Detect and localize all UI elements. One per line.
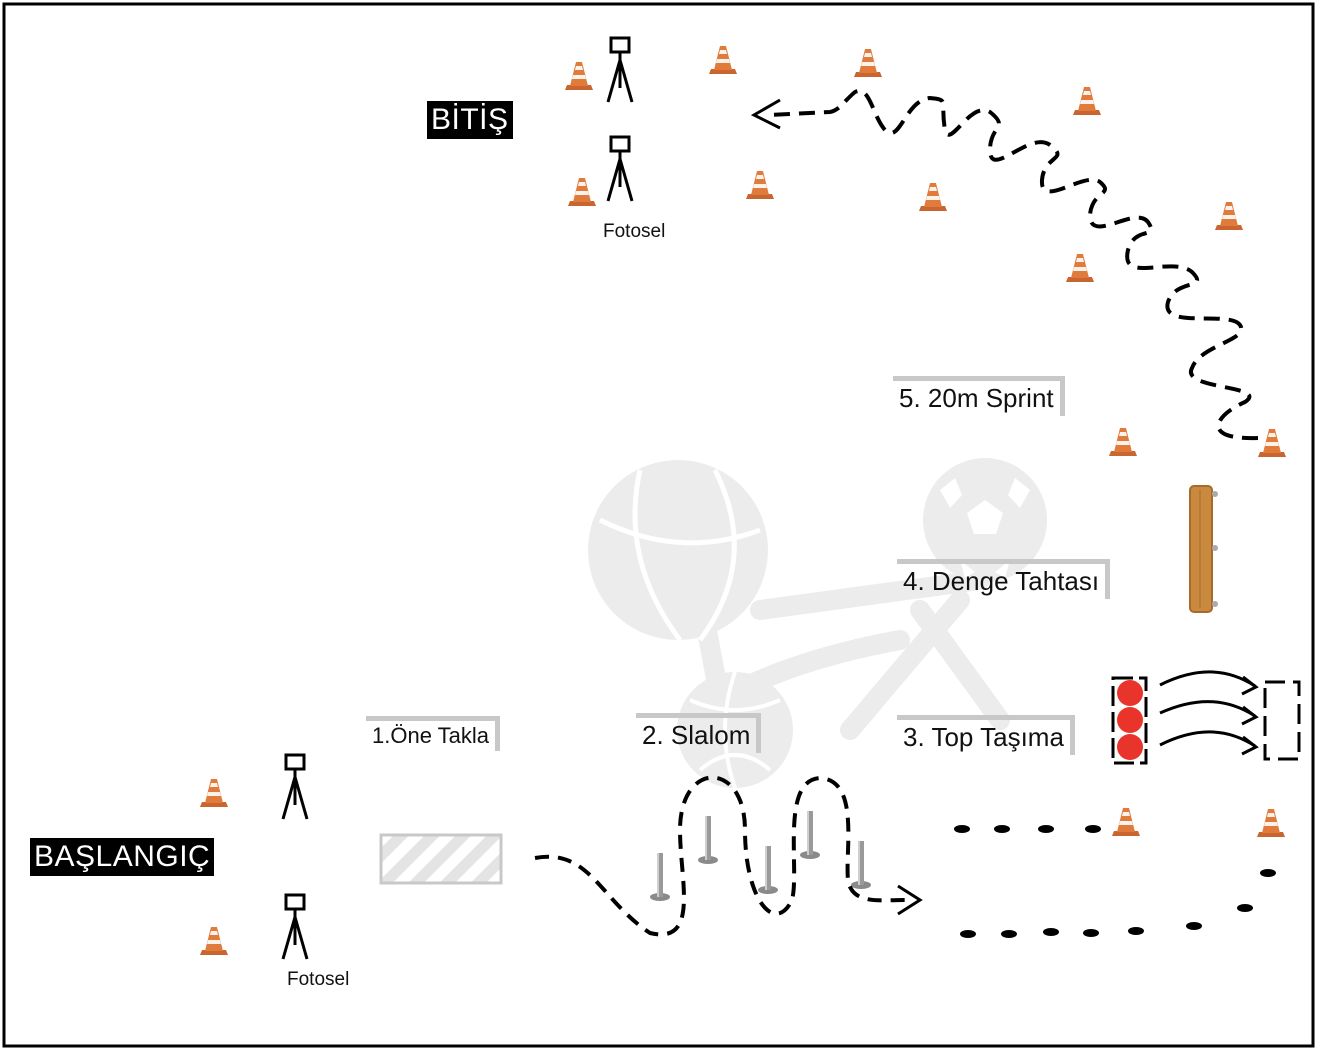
traffic-cone-icon: [200, 927, 228, 955]
photocell-tripod-icon: [281, 893, 309, 961]
traffic-cone-icon: [568, 178, 596, 206]
traffic-cone-icon: [854, 49, 882, 77]
ball-source-box: [1111, 676, 1148, 765]
ball-target-box: [1263, 680, 1301, 761]
slalom-path: [534, 775, 906, 937]
ball-icon: [1117, 734, 1143, 760]
traffic-cone-icon: [1109, 428, 1137, 456]
marker-dot-icon: [1186, 922, 1202, 930]
marker-dots: [954, 825, 1276, 938]
marker-dot-icon: [1001, 930, 1017, 938]
station-4-label: 4. Denge Tahtası: [897, 559, 1111, 599]
photocell-tripod-icon: [281, 753, 309, 821]
photocell-tripod-icon: [606, 135, 634, 203]
traffic-cone-icon: [1112, 808, 1140, 836]
watermark-logo: [588, 458, 1047, 789]
slalom-pole-icon: [650, 853, 670, 901]
marker-dot-icon: [960, 930, 976, 938]
marker-dot-icon: [1043, 928, 1059, 936]
start-label: BAŞLANGIÇ: [30, 838, 215, 876]
ball-icon: [1117, 680, 1143, 706]
marker-dot-icon: [1085, 825, 1101, 833]
traffic-cone-icon: [1257, 809, 1285, 837]
station-5-label: 5. 20m Sprint: [893, 376, 1065, 416]
traffic-cone-icon: [1215, 202, 1243, 230]
photocell-tripod-icon: [606, 36, 634, 104]
mat-icon: [379, 833, 503, 885]
traffic-cone-icon: [1073, 87, 1101, 115]
arrow-head: [750, 98, 781, 130]
station-2-label: 2. Slalom: [636, 713, 762, 753]
marker-dot-icon: [1237, 904, 1253, 912]
photocell-finish-label: Fotosel: [603, 221, 666, 242]
slalom-pole-icon: [698, 816, 718, 864]
marker-dot-icon: [1260, 869, 1276, 877]
traffic-cone-icon: [919, 183, 947, 211]
photocell-start-label: Fotosel: [287, 969, 350, 990]
carry-arrows: [1159, 670, 1259, 756]
ball-icon: [1117, 707, 1143, 733]
slalom-pole-icon: [851, 841, 871, 889]
marker-dot-icon: [1038, 825, 1054, 833]
marker-dot-icon: [994, 825, 1010, 833]
marker-dot-icon: [1083, 929, 1099, 937]
marker-dot-icon: [1128, 927, 1144, 935]
arrow-head: [897, 884, 923, 916]
marker-dot-icon: [954, 825, 970, 833]
traffic-cone-icon: [746, 171, 774, 199]
sprint-path: [769, 89, 1259, 441]
finish-label: BİTİŞ: [427, 101, 513, 139]
traffic-cone-icon: [565, 62, 593, 90]
station-1-label: 1.Öne Takla: [366, 716, 501, 751]
traffic-cone-icon: [1066, 254, 1094, 282]
traffic-cone-icon: [709, 46, 737, 74]
traffic-cone-icon: [1258, 429, 1286, 457]
station-3-label: 3. Top Taşıma: [897, 715, 1075, 755]
balance-board-icon: [1189, 485, 1218, 613]
slalom-pole-icon: [758, 846, 778, 894]
slalom-pole-icon: [800, 811, 820, 859]
traffic-cone-icon: [200, 779, 228, 807]
